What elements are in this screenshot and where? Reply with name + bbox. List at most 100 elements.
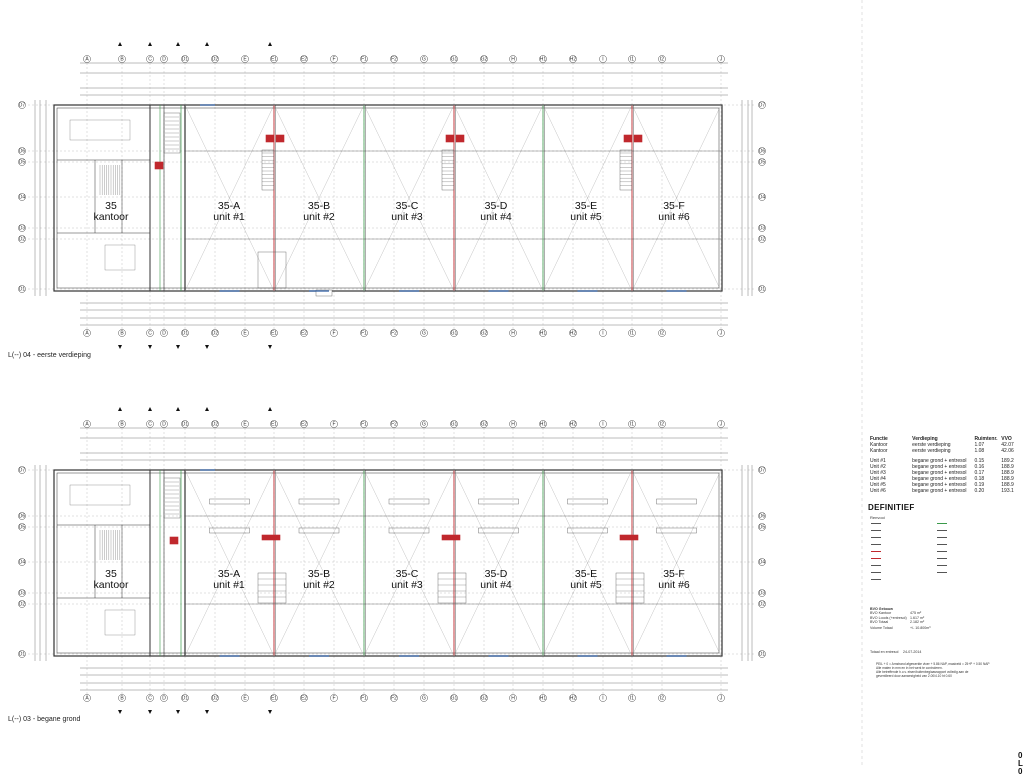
grid-bubble — [658, 55, 666, 63]
fire-equipment — [623, 134, 633, 143]
grid-bubble — [270, 55, 278, 63]
dock-door-label — [656, 527, 697, 534]
legend-swatch — [871, 530, 881, 532]
grid-bubble — [18, 558, 26, 566]
grid-bubble-label: I — [602, 57, 603, 63]
note-line: Alle maten in mm en in het werk te contr… — [876, 666, 943, 670]
grid-bubble-label: D2 — [759, 602, 766, 608]
grid-bubble-label: H1 — [540, 331, 547, 337]
grid-bubble-label: D2 — [19, 237, 26, 243]
grid-bubble-label: D1 — [19, 287, 26, 293]
bracing-diagonal — [184, 104, 275, 292]
grid-bubble-label: E1 — [271, 422, 277, 428]
fire-equipment — [261, 534, 281, 541]
rev-line-3: 0 — [1018, 767, 1023, 776]
grid-bubble-label: D7 — [19, 468, 26, 474]
table-cell: 188.9 — [1001, 464, 1014, 470]
furniture — [104, 244, 136, 271]
table-cell: begane grond + entresol — [912, 458, 967, 464]
legend-swatch — [871, 523, 881, 525]
grid-bubble-label: D2 — [19, 602, 26, 608]
grid-bubble — [211, 694, 219, 702]
table-cell: 0.16 — [974, 464, 985, 470]
table-cell: begane grond + entresol — [912, 464, 967, 470]
grid-bubble — [539, 694, 547, 702]
section-marker — [268, 345, 272, 349]
grid-bubble-label: F1 — [361, 696, 367, 702]
rev-line-1: 0 — [1018, 751, 1023, 760]
grid-bubble-label: I — [602, 422, 603, 428]
grid-bubble — [717, 329, 725, 337]
grid-bubble — [160, 329, 168, 337]
legend-swatch — [871, 551, 881, 553]
fire-equipment — [265, 134, 275, 143]
grid-bubble — [390, 55, 398, 63]
table-cell: Unit #2 — [870, 464, 886, 470]
grid-bubble — [509, 329, 517, 337]
legend-swatch — [937, 530, 947, 532]
table-cell: Unit #1 — [870, 458, 886, 464]
grid-bubble — [330, 694, 338, 702]
section-marker — [205, 710, 209, 714]
grid-bubble-label: B — [120, 57, 124, 63]
grid-bubble — [390, 694, 398, 702]
table-cell: begane grond + entresol — [912, 476, 967, 482]
grid-bubble — [18, 650, 26, 658]
grid-bubble-label: G1 — [451, 422, 458, 428]
grid-bubble-label: F1 — [361, 422, 367, 428]
grid-bubble-label: E — [243, 57, 247, 63]
lower-office-label: 35 kantoor — [93, 569, 128, 591]
table-cell: 189.2 — [1001, 458, 1014, 464]
column-header: Verdieping — [912, 436, 938, 442]
office-number: 35 — [105, 200, 117, 212]
grid-bubble-label: G — [422, 57, 426, 63]
grid-bubble-label: D1 — [759, 652, 766, 658]
grid-bubble-label: G1 — [451, 57, 458, 63]
fire-equipment — [455, 134, 465, 143]
unit-name: unit #1 — [213, 579, 245, 591]
grid-bubble — [569, 694, 577, 702]
grid-bubble — [420, 420, 428, 428]
bracing-diagonal — [363, 104, 455, 292]
grid-bubble — [717, 55, 725, 63]
grid-bubble-label: I2 — [660, 57, 664, 63]
table-cell: Kantoor — [870, 442, 888, 448]
section-marker — [148, 345, 152, 349]
fire-equipment — [619, 534, 639, 541]
legend-swatch — [937, 572, 947, 574]
grid-bubble-label: B — [120, 696, 124, 702]
bracing-diagonal — [453, 469, 544, 657]
table-cell: 188.9 — [1001, 470, 1014, 476]
revision-block: 0 L 0 — [1018, 752, 1023, 776]
grid-bubble-label: J — [720, 57, 723, 63]
dock-door-label — [298, 527, 340, 534]
grid-bubble — [758, 650, 766, 658]
grid-bubble — [118, 420, 126, 428]
section-marker — [148, 407, 152, 411]
toilet-block — [437, 572, 467, 604]
grid-bubble — [450, 420, 458, 428]
grid-bubble-label: H2 — [570, 422, 577, 428]
unit-name: unit #5 — [570, 579, 602, 591]
legend-swatch — [937, 537, 947, 539]
grid-bubble — [18, 523, 26, 531]
section-marker — [118, 407, 122, 411]
table-cell: 42.06 — [1001, 448, 1014, 454]
grid-bubble-label: I1 — [630, 331, 634, 337]
bvo-label: BVO Loods (+entresol) — [870, 615, 907, 620]
grid-bubble-label: E — [243, 422, 247, 428]
grid-bubble-label: B — [120, 422, 124, 428]
dock-door-label — [388, 527, 430, 534]
grid-bubble-label: F2 — [391, 696, 397, 702]
grid-bubble-label: J — [720, 696, 723, 702]
dock-door-label — [388, 498, 430, 505]
grid-bubble — [241, 420, 249, 428]
grid-bubble — [599, 55, 607, 63]
table-cell: Kantoor — [870, 448, 888, 454]
grid-bubble-label: I1 — [630, 422, 634, 428]
bvo-value: 475 m² — [910, 611, 922, 616]
